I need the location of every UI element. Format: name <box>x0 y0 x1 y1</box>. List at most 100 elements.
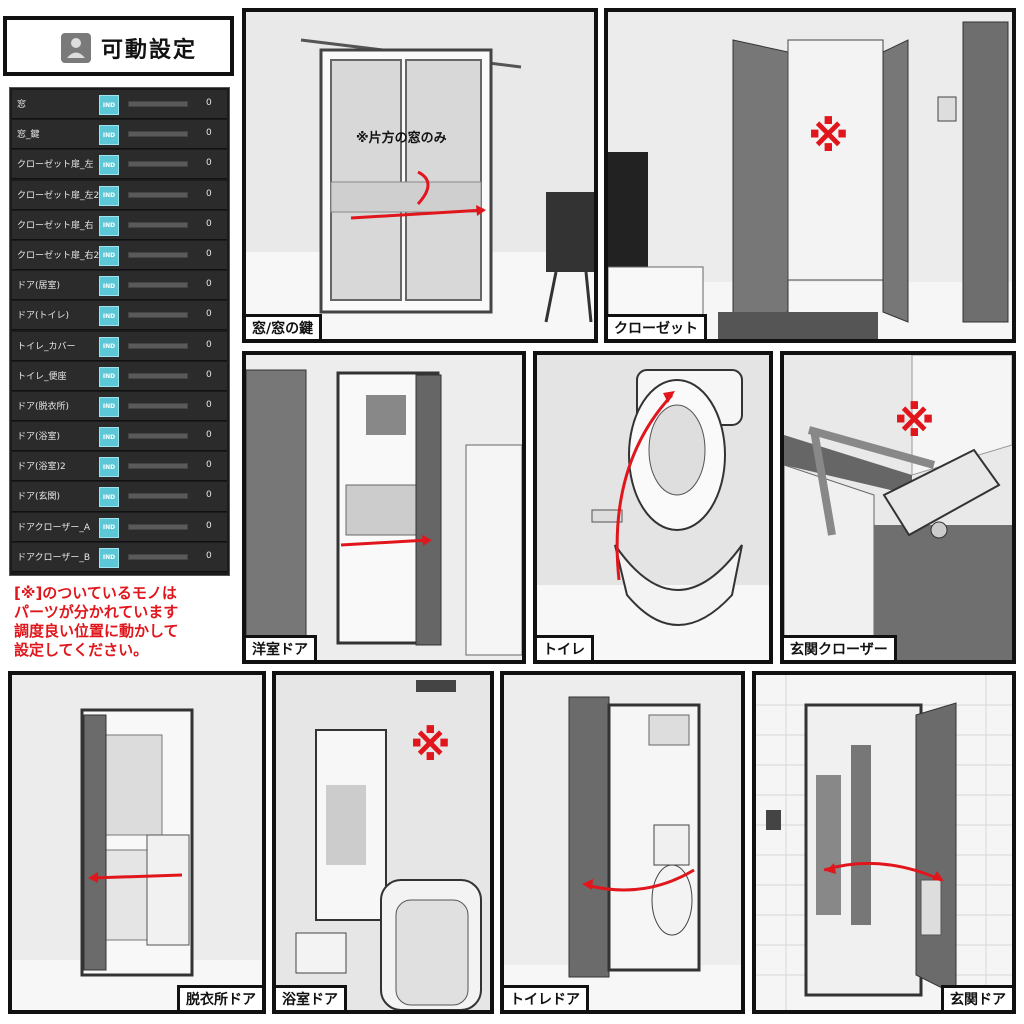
value-slider[interactable] <box>128 493 188 500</box>
ind-toggle-label: IND <box>102 192 116 200</box>
settings-row: ドア(居室) IND 0 <box>12 271 227 301</box>
value-slider[interactable] <box>128 553 188 560</box>
window-illustration <box>246 12 594 339</box>
value-slider[interactable] <box>128 463 188 470</box>
settings-row-label: クローゼット扉_左 <box>17 160 94 171</box>
caption-door-closer: 玄関クローザー <box>784 635 897 660</box>
ind-toggle-label: IND <box>102 524 116 532</box>
ind-toggle-label: IND <box>102 403 116 411</box>
ind-toggle-label: IND <box>102 161 116 169</box>
value-slider[interactable] <box>128 161 188 168</box>
value-readout: 0 <box>206 279 212 290</box>
value-slider[interactable] <box>128 191 188 198</box>
value-slider[interactable] <box>128 101 188 107</box>
ind-toggle-button[interactable]: IND <box>99 427 119 448</box>
ind-toggle-button[interactable]: IND <box>99 517 119 538</box>
settings-row: クローゼット扉_左 IND 0 <box>12 150 227 180</box>
panel-toilet-door: トイレドア <box>500 671 745 1014</box>
title-box: 可動設定 <box>3 16 234 76</box>
ind-toggle-button[interactable]: IND <box>99 366 119 387</box>
settings-row-label: ドア(浴室)2 <box>17 462 66 473</box>
ind-toggle-label: IND <box>102 343 116 350</box>
panel-door-closer: ※ 玄関クローザー <box>780 351 1016 664</box>
value-slider[interactable] <box>128 251 188 258</box>
value-readout: 0 <box>206 490 212 501</box>
settings-row-label: 窓 <box>17 100 27 110</box>
page-title: 可動設定 <box>101 38 198 63</box>
value-slider[interactable] <box>128 433 188 440</box>
settings-row: 窓 IND 0 <box>12 90 227 120</box>
value-slider[interactable] <box>128 312 188 319</box>
panel-bath-door: ※ 浴室ドア <box>272 671 494 1014</box>
ind-toggle-button[interactable]: IND <box>99 155 119 176</box>
settings-row-label: トイレ_便座 <box>17 371 67 382</box>
settings-row-label: ドアクローザー_B <box>17 552 91 563</box>
ind-toggle-button[interactable]: IND <box>99 547 119 568</box>
caption-bath-door: 浴室ドア <box>276 985 347 1010</box>
value-slider[interactable] <box>128 282 188 289</box>
toilet-door-illustration <box>504 675 741 1010</box>
settings-row-label: ドアクローザー_A <box>17 522 91 533</box>
value-slider[interactable] <box>128 342 188 349</box>
entrance-door-illustration <box>756 675 1012 1010</box>
value-slider[interactable] <box>128 221 188 228</box>
settings-row-label: ドア(居室) <box>17 281 61 292</box>
window-annotation: ※片方の窓のみ <box>356 131 447 146</box>
ind-toggle-label: IND <box>102 433 116 441</box>
value-readout: 0 <box>206 98 212 108</box>
caption-entrance-door: 玄関ドア <box>941 985 1012 1010</box>
value-slider[interactable] <box>128 402 188 409</box>
value-slider[interactable] <box>128 372 188 379</box>
value-slider[interactable] <box>128 131 188 138</box>
ind-toggle-button[interactable]: IND <box>99 215 119 236</box>
value-readout: 0 <box>206 460 212 471</box>
ind-toggle-button[interactable]: IND <box>99 245 119 266</box>
settings-row: ドア(脱衣所) IND 0 <box>12 391 227 421</box>
value-slider[interactable] <box>128 523 188 530</box>
panel-toilet: トイレ <box>533 351 773 664</box>
value-readout: 0 <box>206 369 212 380</box>
note-line: 調度良い位置に動かして <box>14 622 179 640</box>
note-line: 設定してください。 <box>14 641 149 659</box>
value-readout: 0 <box>206 550 212 561</box>
settings-row: ドアクローザー_B IND 0 <box>12 542 227 572</box>
ind-toggle-label: IND <box>102 373 116 381</box>
ind-toggle-label: IND <box>102 463 116 471</box>
settings-row-label: クローゼット扉_右 <box>17 220 94 231</box>
value-readout: 0 <box>206 158 212 169</box>
panel-closet: ※ クローゼット <box>604 8 1016 343</box>
value-readout: 0 <box>206 520 212 531</box>
ind-toggle-button[interactable]: IND <box>99 185 119 206</box>
note-text: [※]のついているモノは パーツが分かれています 調度良い位置に動かして 設定し… <box>14 584 234 660</box>
settings-row: トイレ_便座 IND 0 <box>12 361 227 391</box>
note-line: パーツが分かれています <box>14 603 179 621</box>
ind-toggle-button[interactable]: IND <box>99 276 119 297</box>
ind-toggle-label: IND <box>102 222 116 230</box>
ind-toggle-button[interactable]: IND <box>99 125 119 146</box>
value-readout: 0 <box>206 399 212 410</box>
ind-toggle-button[interactable]: IND <box>99 336 119 357</box>
settings-row-label: クローゼット扉_左2 <box>17 190 100 201</box>
closet-illustration <box>608 12 1012 339</box>
caption-toilet-door: トイレドア <box>504 985 589 1010</box>
settings-row-label: ドア(脱衣所) <box>17 401 70 412</box>
ind-toggle-button[interactable]: IND <box>99 95 119 115</box>
settings-row: ドア(浴室)2 IND 0 <box>12 452 227 482</box>
caption-western-door: 洋室ドア <box>246 635 317 660</box>
panel-western-door: 洋室ドア <box>242 351 526 664</box>
figure-icon <box>61 33 91 63</box>
door-closer-illustration <box>784 355 1012 660</box>
ind-toggle-button[interactable]: IND <box>99 306 119 327</box>
ind-toggle-button[interactable]: IND <box>99 487 119 508</box>
ind-toggle-button[interactable]: IND <box>99 457 119 478</box>
ind-toggle-button[interactable]: IND <box>99 396 119 417</box>
ind-toggle-label: IND <box>102 252 116 260</box>
